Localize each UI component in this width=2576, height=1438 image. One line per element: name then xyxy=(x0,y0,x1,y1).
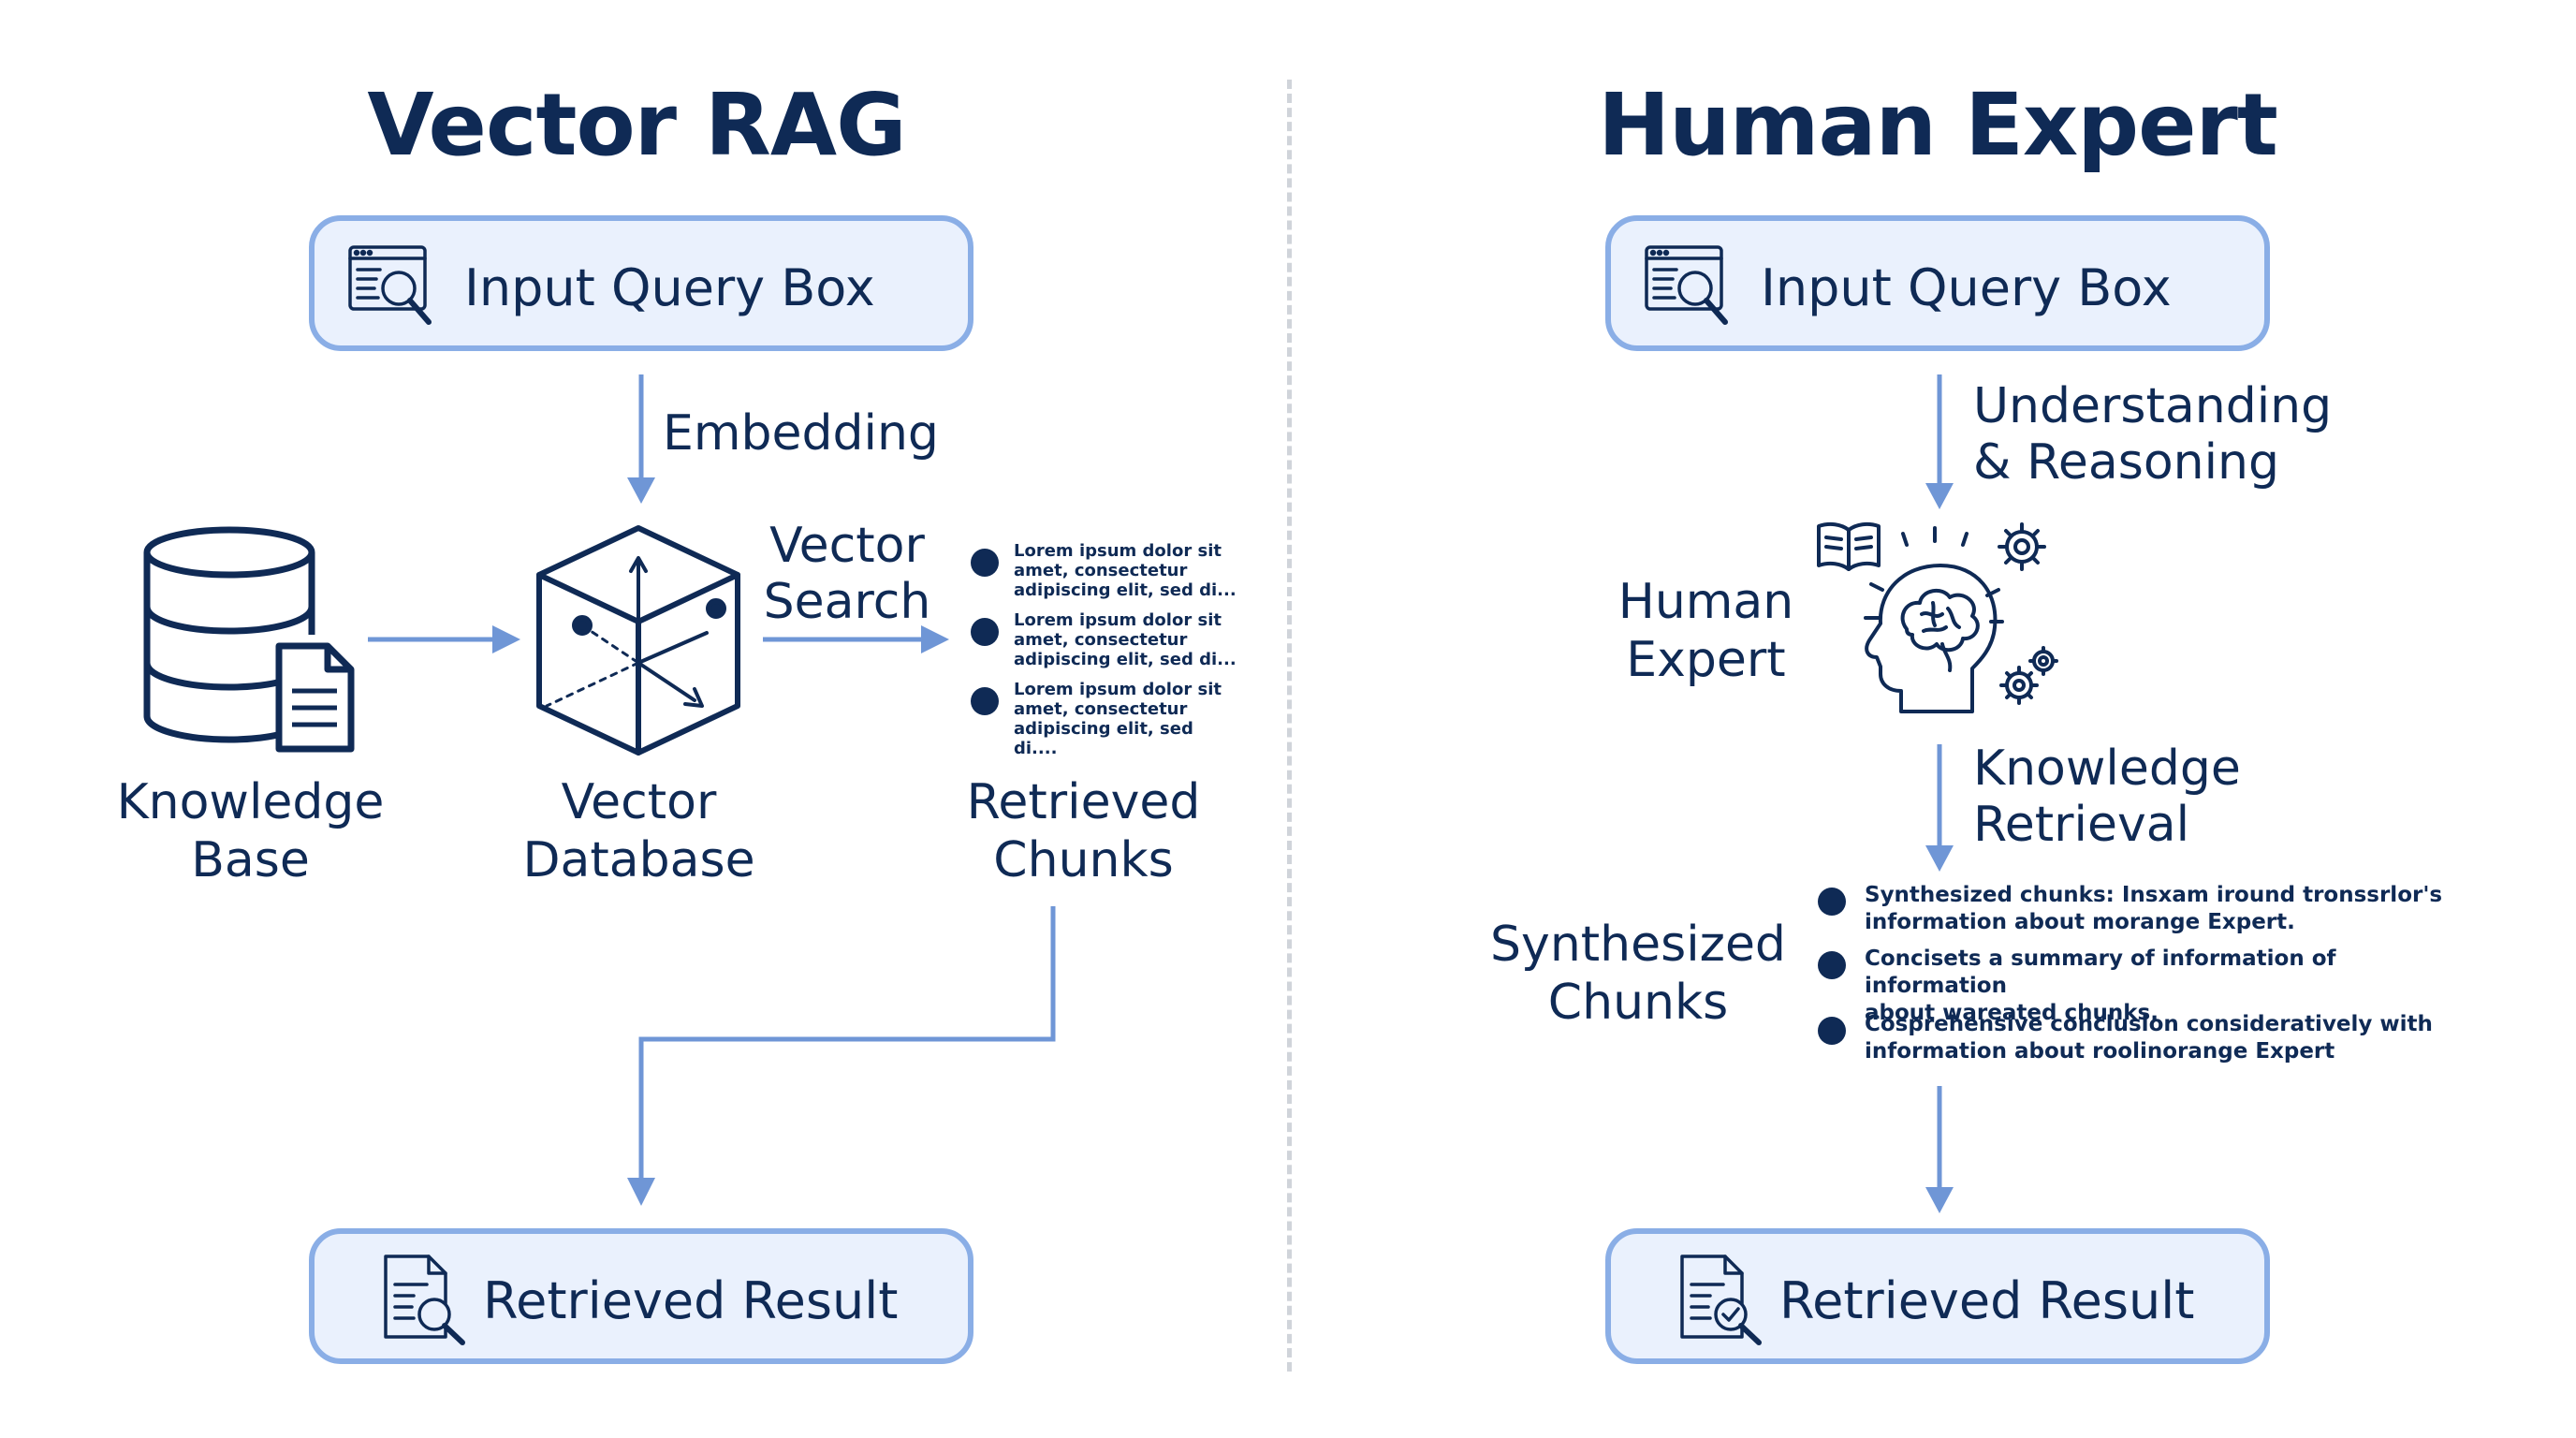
knowledge-retrieval-label-2: Retrieval xyxy=(1973,797,2190,853)
chunk-text-line: Lorem ipsum dolor sit xyxy=(1014,680,1222,699)
left-retrieved-result-box[interactable]: Retrieved Result xyxy=(309,1228,973,1364)
right-query-label: Input Query Box xyxy=(1761,258,2172,317)
bullet-dot xyxy=(1818,888,1846,916)
arrowhead xyxy=(627,1178,655,1206)
embedding-label: Embedding xyxy=(663,405,939,462)
human-expert-label-1: Human xyxy=(1617,574,1794,630)
chunk-text-line: amet, consectetur xyxy=(1014,630,1188,650)
understanding-label-1: Understanding xyxy=(1973,378,2333,434)
left-title: Vector RAG xyxy=(367,75,906,175)
right-input-query-box[interactable]: Input Query Box xyxy=(1605,215,2270,351)
left-input-query-box[interactable]: Input Query Box xyxy=(309,215,973,351)
bullet-dot xyxy=(971,549,999,577)
vector-search-label-1: Vector xyxy=(769,518,925,574)
right-retrieved-result-box[interactable]: Retrieved Result xyxy=(1605,1228,2270,1364)
knowledge-retrieval-label-1: Knowledge xyxy=(1973,741,2241,797)
chunk-text-line: about wareated chunks. xyxy=(1865,1001,2159,1025)
chunk-text-line: information about roolinorange Expert xyxy=(1865,1039,2335,1064)
right-title: Human Expert xyxy=(1598,75,2278,175)
understanding-label-2: & Reasoning xyxy=(1973,434,2280,491)
vector-cube-icon xyxy=(534,522,744,760)
bullet-dot xyxy=(971,618,999,646)
chunk-text-line: Lorem ipsum dolor sit xyxy=(1014,541,1222,561)
human-expert-label-2: Expert xyxy=(1626,632,1786,688)
bullet-dot xyxy=(971,687,999,715)
bullet-dot xyxy=(1818,1017,1846,1045)
chunk-text-line: amet, consectetur xyxy=(1014,699,1188,719)
knowledge-base-label-2: Base xyxy=(191,832,310,888)
retrieved-chunks-label-1: Retrieved xyxy=(966,774,1201,830)
chunk-text-line: Concisets a summary of information of in… xyxy=(1865,946,2336,998)
search-window-icon xyxy=(1643,242,1736,335)
right-result-label: Retrieved Result xyxy=(1779,1271,2195,1330)
knowledge-base-label-1: Knowledge xyxy=(116,774,385,830)
vector-database-label-1: Vector xyxy=(561,774,717,830)
retrieved-chunks-label-2: Chunks xyxy=(993,832,1174,888)
document-search-icon xyxy=(380,1253,470,1350)
left-result-label: Retrieved Result xyxy=(483,1271,899,1330)
chunk-text-line: adipiscing elit, sed di.... xyxy=(1014,719,1193,758)
database-document-icon xyxy=(140,524,365,762)
arrowhead xyxy=(627,477,655,504)
document-check-icon xyxy=(1676,1253,1766,1350)
arrow-chunks-to-result xyxy=(638,906,1056,1180)
chunk-text-line: adipiscing elit, sed di... xyxy=(1014,580,1237,600)
chunk-text-line: Cosprehensive conclusion consideratively… xyxy=(1865,1012,2433,1036)
search-window-icon xyxy=(346,242,440,335)
vector-search-label-2: Search xyxy=(763,574,931,630)
chunk-text-line: adipiscing elit, sed di... xyxy=(1014,650,1237,669)
panel-divider xyxy=(1287,80,1292,1372)
vector-database-label-2: Database xyxy=(522,832,755,888)
bullet-dot xyxy=(1818,951,1846,979)
chunk-text-line: Synthesized chunks: Insxam iround tronsѕ… xyxy=(1865,883,2443,907)
chunk-text-line: Lorem ipsum dolor sit xyxy=(1014,610,1222,630)
synthesized-chunks-label-1: Synthesized xyxy=(1490,917,1786,973)
brain-head-gears-icon xyxy=(1811,517,2064,741)
chunk-text-line: information about morange Expert. xyxy=(1865,910,2295,934)
arrowhead xyxy=(1925,845,1954,872)
synthesized-chunks-label-2: Chunks xyxy=(1547,975,1729,1031)
arrowhead xyxy=(921,625,949,653)
arrowhead xyxy=(1925,483,1954,509)
arrowhead xyxy=(492,625,520,653)
arrowhead xyxy=(1925,1187,1954,1213)
chunk-text-line: amet, consectetur xyxy=(1014,561,1188,580)
left-query-label: Input Query Box xyxy=(464,258,875,317)
